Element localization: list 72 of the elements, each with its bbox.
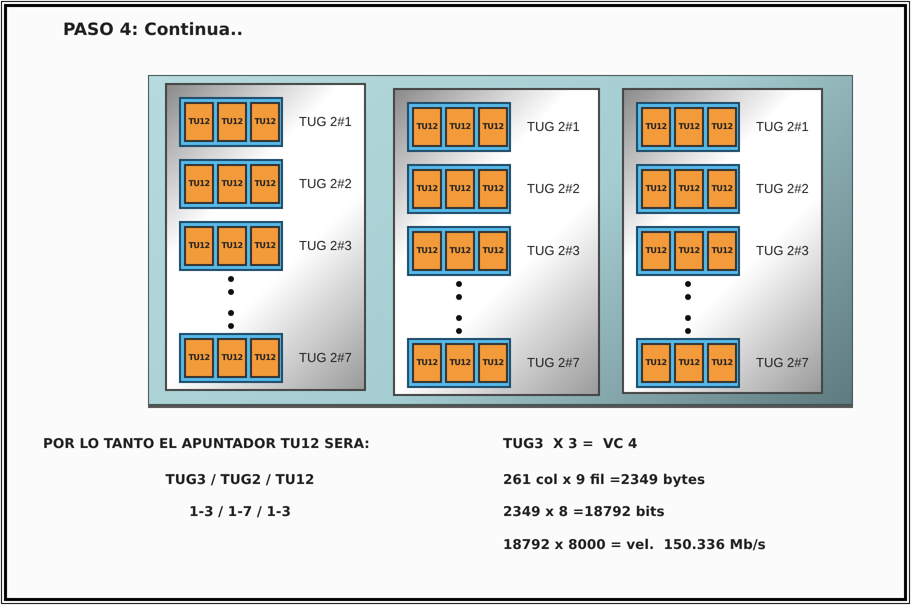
note-text: 2349 x 8 =18792 bits <box>503 504 665 520</box>
tug2-group <box>636 102 740 152</box>
tu12-box: TU12 <box>707 231 737 271</box>
note-text: TUG3 X 3 = VC 4 <box>503 436 638 452</box>
tu12-box: TU12 <box>478 169 508 209</box>
tug3-panel <box>622 88 823 394</box>
tu12-box: TU12 <box>478 231 508 271</box>
tu12-box: TU12 <box>478 107 508 147</box>
tug3-panel <box>165 83 366 391</box>
tu12-box: TU12 <box>412 169 442 209</box>
tu12-box: TU12 <box>445 107 475 147</box>
tug2-group <box>179 97 283 147</box>
tu12-box: TU12 <box>445 231 475 271</box>
tu12-box: TU12 <box>674 169 704 209</box>
tu12-box: TU12 <box>641 107 671 147</box>
tu12-box: TU12 <box>412 107 442 147</box>
tug2-group <box>636 164 740 214</box>
group-label: TUG 2#1 <box>299 114 352 129</box>
group-label: TUG 2#2 <box>527 181 580 196</box>
tug2-group <box>179 159 283 209</box>
tu12-box: TU12 <box>674 343 704 383</box>
note-text: 18792 x 8000 = vel. 150.336 Mb/s <box>503 537 766 553</box>
tug2-group <box>636 226 740 276</box>
tu12-box: TU12 <box>641 343 671 383</box>
group-label: TUG 2#2 <box>756 181 809 196</box>
tu12-box: TU12 <box>250 164 280 204</box>
tu12-box: TU12 <box>250 102 280 142</box>
group-label: TUG 2#7 <box>527 355 580 370</box>
tu12-box: TU12 <box>674 107 704 147</box>
tu12-box: TU12 <box>445 169 475 209</box>
tu12-box: TU12 <box>250 338 280 378</box>
tug2-group <box>407 164 511 214</box>
title: PASO 4: Continua.. <box>63 20 244 40</box>
group-label: TUG 2#2 <box>299 176 352 191</box>
tu12-box: TU12 <box>445 343 475 383</box>
tu12-box: TU12 <box>217 102 247 142</box>
tu12-box: TU12 <box>184 226 214 266</box>
group-label: TUG 2#1 <box>527 119 580 134</box>
container-box <box>148 75 853 405</box>
tu12-box: TU12 <box>641 231 671 271</box>
group-label: TUG 2#3 <box>756 243 809 258</box>
tu12-box: TU12 <box>217 226 247 266</box>
tu12-box: TU12 <box>707 107 737 147</box>
tu12-box: TU12 <box>707 343 737 383</box>
tu12-box: TU12 <box>184 102 214 142</box>
tug2-group <box>179 333 283 383</box>
group-label: TUG 2#7 <box>756 355 809 370</box>
tug2-group <box>179 221 283 271</box>
tu12-box: TU12 <box>707 169 737 209</box>
group-label: TUG 2#3 <box>527 243 580 258</box>
tu12-box: TU12 <box>184 164 214 204</box>
group-label: TUG 2#7 <box>299 350 352 365</box>
note-text: 1-3 / 1-7 / 1-3 <box>188 504 292 520</box>
tu12-box: TU12 <box>217 164 247 204</box>
tu12-box: TU12 <box>478 343 508 383</box>
group-label: TUG 2#1 <box>756 119 809 134</box>
tug2-group <box>636 338 740 388</box>
tu12-box: TU12 <box>184 338 214 378</box>
tu12-box: TU12 <box>641 169 671 209</box>
tug2-group <box>407 102 511 152</box>
tu12-box: TU12 <box>217 338 247 378</box>
tu12-box: TU12 <box>674 231 704 271</box>
tu12-box: TU12 <box>412 343 442 383</box>
note-text: TUG3 / TUG2 / TU12 <box>164 472 316 488</box>
tu12-box: TU12 <box>412 231 442 271</box>
tu12-box: TU12 <box>250 226 280 266</box>
tug2-group <box>407 226 511 276</box>
group-label: TUG 2#3 <box>299 238 352 253</box>
note-text: POR LO TANTO EL APUNTADOR TU12 SERA: <box>43 436 370 452</box>
tug3-panel <box>393 88 600 396</box>
tug2-group <box>407 338 511 388</box>
note-text: 261 col x 9 fil =2349 bytes <box>503 472 706 488</box>
